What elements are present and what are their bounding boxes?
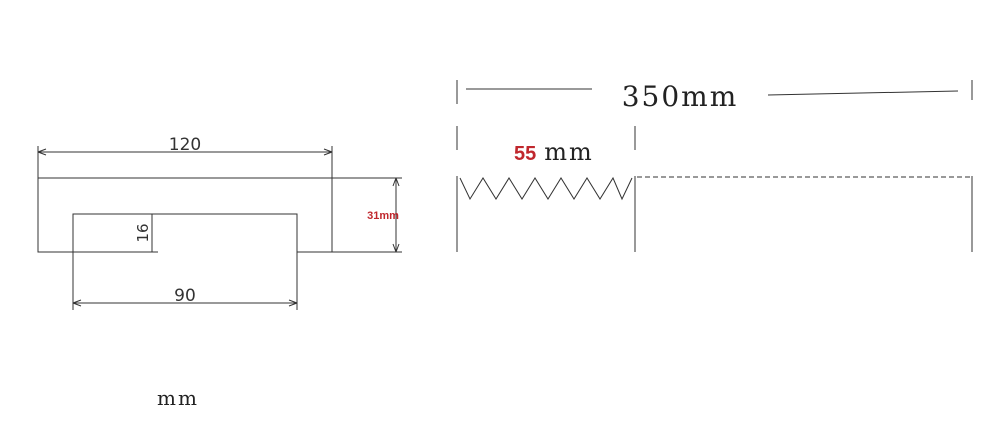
inner-width-arrow-left: [72, 299, 82, 307]
inner-width-arrow-right: [288, 299, 298, 307]
unit-label: mm: [157, 386, 199, 410]
length-view: [456, 80, 973, 252]
zigzag-break-line: [459, 176, 633, 201]
width-arrow-right: [323, 148, 333, 156]
segment-length-unit: mm: [544, 138, 594, 166]
height-label: 31mm: [367, 210, 399, 222]
profile-outline: [37, 177, 333, 253]
total-length-line-right: [767, 90, 959, 96]
height-arrow-bottom: [392, 243, 400, 253]
width-arrow-left: [37, 148, 47, 156]
height-arrow-top: [392, 177, 400, 187]
total-length-label: 350mm: [622, 80, 739, 113]
segment-length-value: 55: [514, 143, 536, 165]
inner-width-label: 90: [174, 286, 196, 306]
depth-label: 16: [134, 223, 152, 242]
cross-section-view: [37, 146, 402, 310]
segment-length-label: 55 mm: [514, 138, 594, 166]
width-label: 120: [169, 135, 201, 155]
